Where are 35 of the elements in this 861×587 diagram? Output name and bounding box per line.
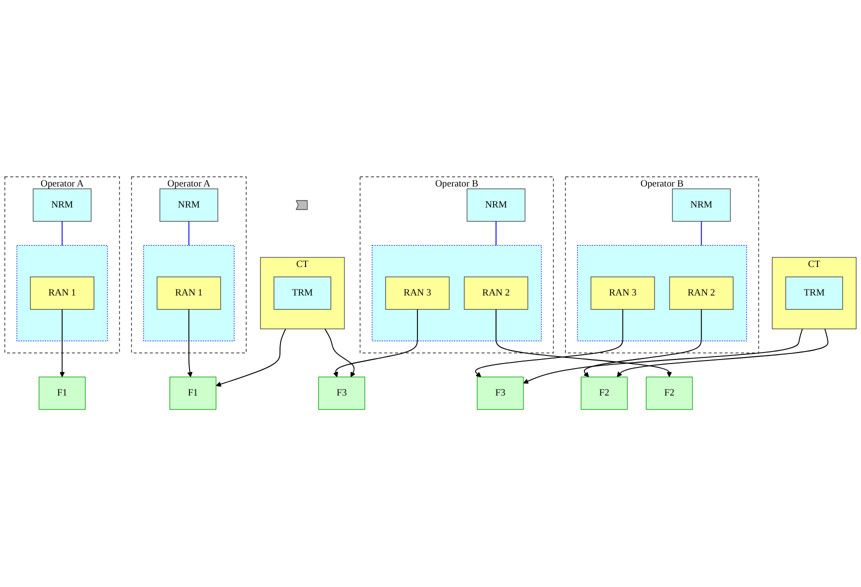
- node-box: NRM: [672, 188, 731, 222]
- arrow: [187, 309, 193, 378]
- arrow: [324, 328, 356, 378]
- arrow: [523, 328, 803, 384]
- node-box: RAN 2: [464, 276, 528, 310]
- node-box: RAN 2: [669, 276, 734, 310]
- arrow: [216, 328, 286, 388]
- node-box: NRM: [160, 188, 218, 222]
- node-box: NRM: [466, 188, 526, 222]
- arrow: [496, 309, 672, 378]
- cluster: [16, 245, 108, 342]
- node-box: F2: [580, 377, 628, 410]
- node-box: RAN 1: [156, 276, 221, 310]
- connector: [188, 221, 190, 246]
- node-box: NRM: [32, 188, 92, 222]
- cluster: [577, 245, 747, 342]
- node-box: RAN 3: [385, 276, 450, 310]
- cluster: [143, 245, 234, 342]
- node-box: TRM: [274, 276, 332, 310]
- node-box: TRM: [785, 276, 843, 310]
- node-box: F3: [476, 377, 524, 410]
- node-box: F1: [170, 377, 216, 410]
- node-box: F3: [318, 377, 366, 410]
- arrow: [616, 328, 828, 378]
- cluster: [372, 245, 542, 342]
- node-box: RAN 3: [590, 276, 655, 310]
- node-box: F2: [646, 377, 693, 410]
- arrow: [584, 309, 702, 378]
- arrow: [333, 309, 418, 378]
- node-box: RAN 1: [30, 276, 94, 310]
- arrow: [60, 309, 65, 378]
- node-box: F1: [38, 377, 86, 410]
- arrow: [475, 309, 624, 378]
- connector: [62, 221, 63, 246]
- connector: [700, 221, 702, 246]
